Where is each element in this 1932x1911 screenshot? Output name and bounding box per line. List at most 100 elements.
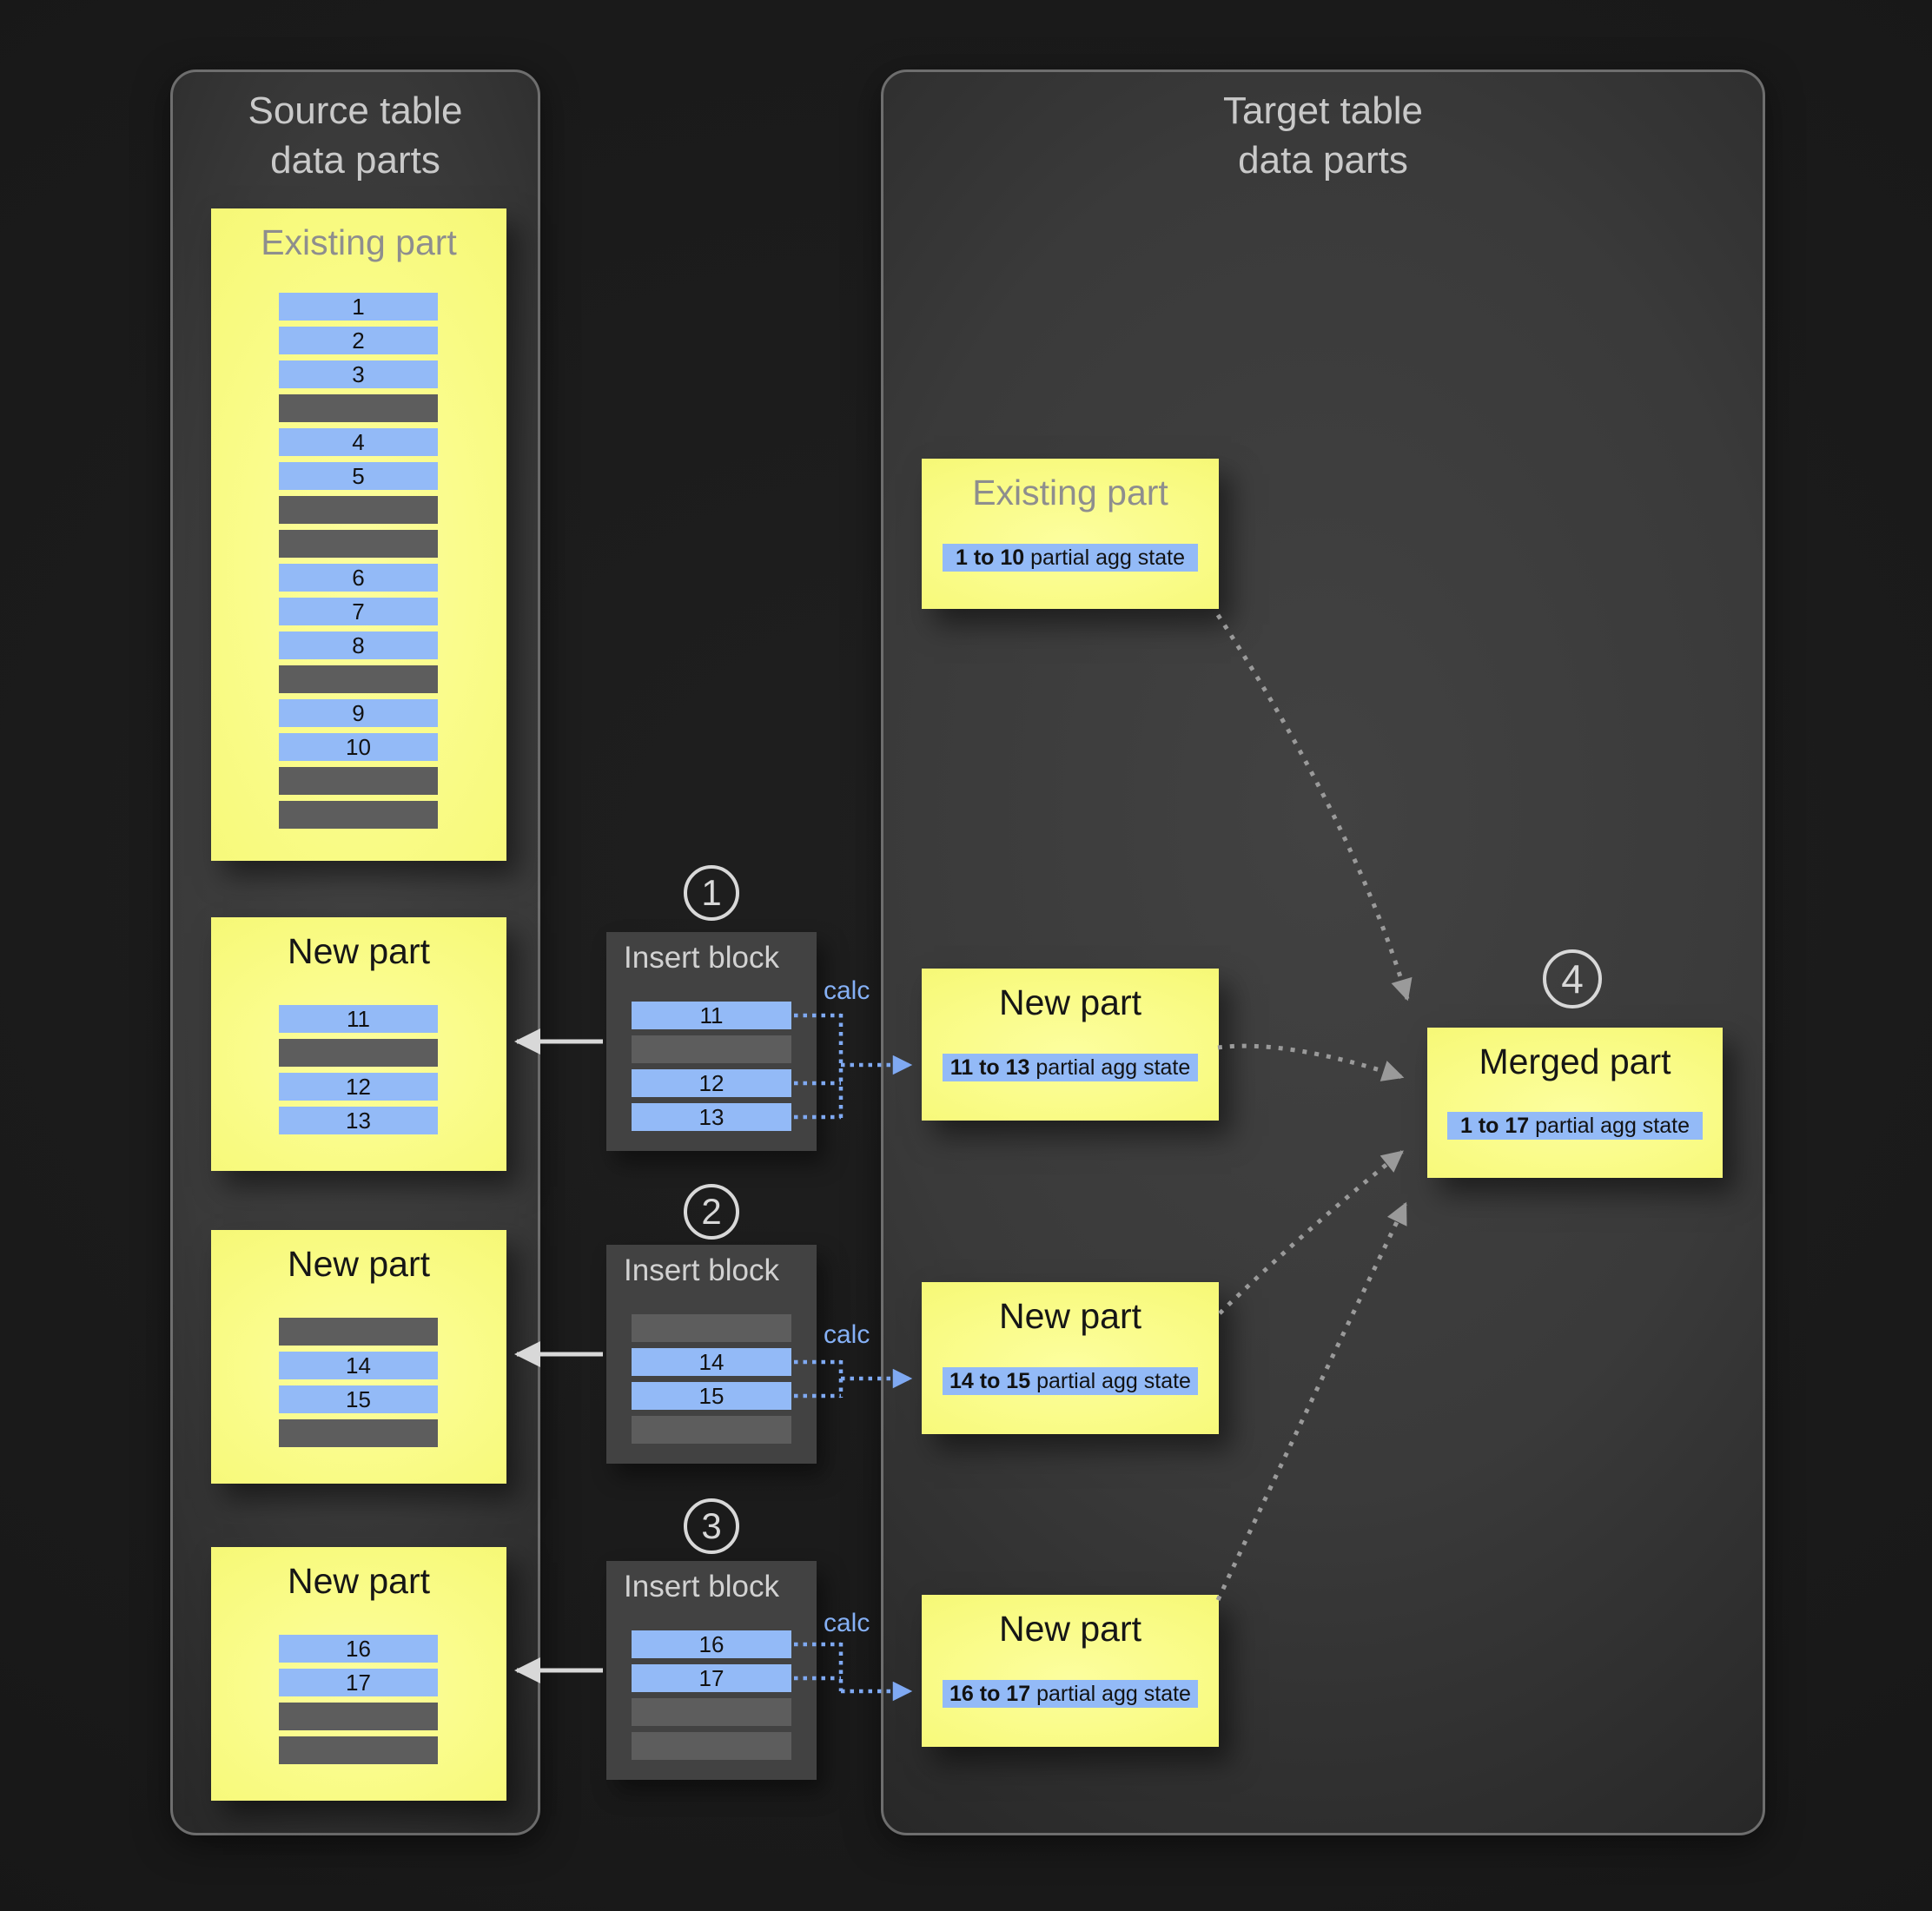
data-row: 17 <box>279 1669 438 1696</box>
source-new-part-3-title: New part <box>287 1561 431 1601</box>
target-merged-part-title: Merged part <box>1479 1041 1671 1081</box>
data-row: 8 <box>279 631 438 659</box>
data-row: 12 <box>279 1073 438 1101</box>
agg-range: 1 to 17 <box>1459 1114 1530 1138</box>
insert-block-2-title: Insert block <box>624 1253 779 1287</box>
target-existing-agg-state: 1 to 10 partial agg state <box>943 544 1198 572</box>
insert-block-1-title: Insert block <box>624 941 779 975</box>
insert-block-1-rows: 11 12 13 <box>632 1002 791 1131</box>
data-row: 5 <box>279 462 438 490</box>
source-panel-title: Source table data parts <box>173 86 538 185</box>
data-row: 3 <box>279 360 438 388</box>
empty-row <box>632 1732 791 1760</box>
target-merged-part: Merged part 1 to 17 partial agg state <box>1427 1028 1723 1178</box>
empty-row <box>279 801 438 829</box>
target-table-panel: Target table data parts Existing part 1 … <box>881 69 1765 1835</box>
insert-block-3-title: Insert block <box>624 1570 779 1604</box>
empty-row <box>279 530 438 558</box>
data-row: 4 <box>279 428 438 456</box>
target-new-part-1-title: New part <box>998 982 1142 1022</box>
empty-row <box>279 1419 438 1447</box>
source-new-part-1-rows: 11 12 13 <box>279 1005 438 1134</box>
target-new-part-3: New part 16 to 17 partial agg state <box>922 1595 1219 1747</box>
source-panel-title-line2: data parts <box>270 139 440 182</box>
agg-range: 14 to 15 <box>949 1369 1031 1393</box>
data-row: 16 <box>632 1630 791 1658</box>
target-merged-part-agg-state: 1 to 17 partial agg state <box>1447 1112 1703 1140</box>
source-existing-part-title: Existing part <box>261 222 457 262</box>
agg-suffix: partial agg state <box>1029 1055 1191 1080</box>
step-2-badge: 2 <box>684 1184 739 1240</box>
target-panel-title-line2: data parts <box>1238 139 1408 182</box>
calc-label-2: calc <box>824 1320 870 1349</box>
empty-row <box>279 1703 438 1730</box>
data-row: 15 <box>632 1382 791 1410</box>
insert-block-1: Insert block 11 12 13 <box>606 932 817 1151</box>
source-new-part-1: New part 11 12 13 <box>211 917 506 1171</box>
data-row: 7 <box>279 598 438 625</box>
source-new-part-2-title: New part <box>287 1244 431 1284</box>
data-row: 11 <box>632 1002 791 1029</box>
empty-row <box>279 1736 438 1764</box>
empty-row <box>632 1416 791 1444</box>
step-4-badge: 4 <box>1543 949 1602 1008</box>
data-row: 11 <box>279 1005 438 1033</box>
empty-row <box>279 1318 438 1346</box>
target-new-part-2-agg-state: 14 to 15 partial agg state <box>943 1367 1198 1395</box>
target-existing-part: Existing part 1 to 10 partial agg state <box>922 459 1219 609</box>
data-row: 9 <box>279 699 438 727</box>
step-1-badge: 1 <box>684 865 739 921</box>
agg-range: 16 to 17 <box>949 1682 1031 1706</box>
target-panel-title: Target table data parts <box>883 86 1763 185</box>
empty-row <box>279 665 438 693</box>
target-new-part-2-title: New part <box>998 1296 1142 1336</box>
data-row: 16 <box>279 1635 438 1663</box>
calc-label-3: calc <box>824 1609 870 1637</box>
data-row: 14 <box>279 1352 438 1379</box>
agg-suffix: partial agg state <box>1030 1682 1191 1706</box>
calc-label-1: calc <box>824 976 870 1005</box>
agg-suffix: partial agg state <box>1529 1114 1690 1138</box>
data-row: 13 <box>279 1107 438 1134</box>
step-3-badge: 3 <box>684 1498 739 1554</box>
target-new-part-2: New part 14 to 15 partial agg state <box>922 1282 1219 1434</box>
target-existing-part-title: Existing part <box>972 473 1168 512</box>
data-row: 2 <box>279 327 438 354</box>
target-new-part-1: New part 11 to 13 partial agg state <box>922 969 1219 1121</box>
data-row: 12 <box>632 1069 791 1097</box>
source-panel-title-line1: Source table <box>248 89 463 132</box>
target-new-part-3-agg-state: 16 to 17 partial agg state <box>943 1680 1198 1708</box>
empty-row <box>632 1698 791 1726</box>
data-row: 14 <box>632 1348 791 1376</box>
empty-row <box>279 1039 438 1067</box>
agg-suffix: partial agg state <box>1030 1369 1191 1393</box>
empty-row <box>632 1314 791 1342</box>
data-row: 17 <box>632 1664 791 1692</box>
target-panel-title-line1: Target table <box>1223 89 1423 132</box>
source-new-part-1-title: New part <box>287 931 431 971</box>
target-new-part-3-title: New part <box>998 1609 1142 1649</box>
data-row: 6 <box>279 564 438 592</box>
agg-suffix: partial agg state <box>1024 546 1186 570</box>
target-new-part-1-agg-state: 11 to 13 partial agg state <box>943 1054 1198 1081</box>
agg-range: 1 to 10 <box>955 546 1025 570</box>
agg-range: 11 to 13 <box>949 1055 1030 1080</box>
data-row: 15 <box>279 1385 438 1413</box>
empty-row <box>279 394 438 422</box>
data-row: 13 <box>632 1103 791 1131</box>
empty-row <box>279 496 438 524</box>
data-row: 10 <box>279 733 438 761</box>
empty-row <box>632 1035 791 1063</box>
